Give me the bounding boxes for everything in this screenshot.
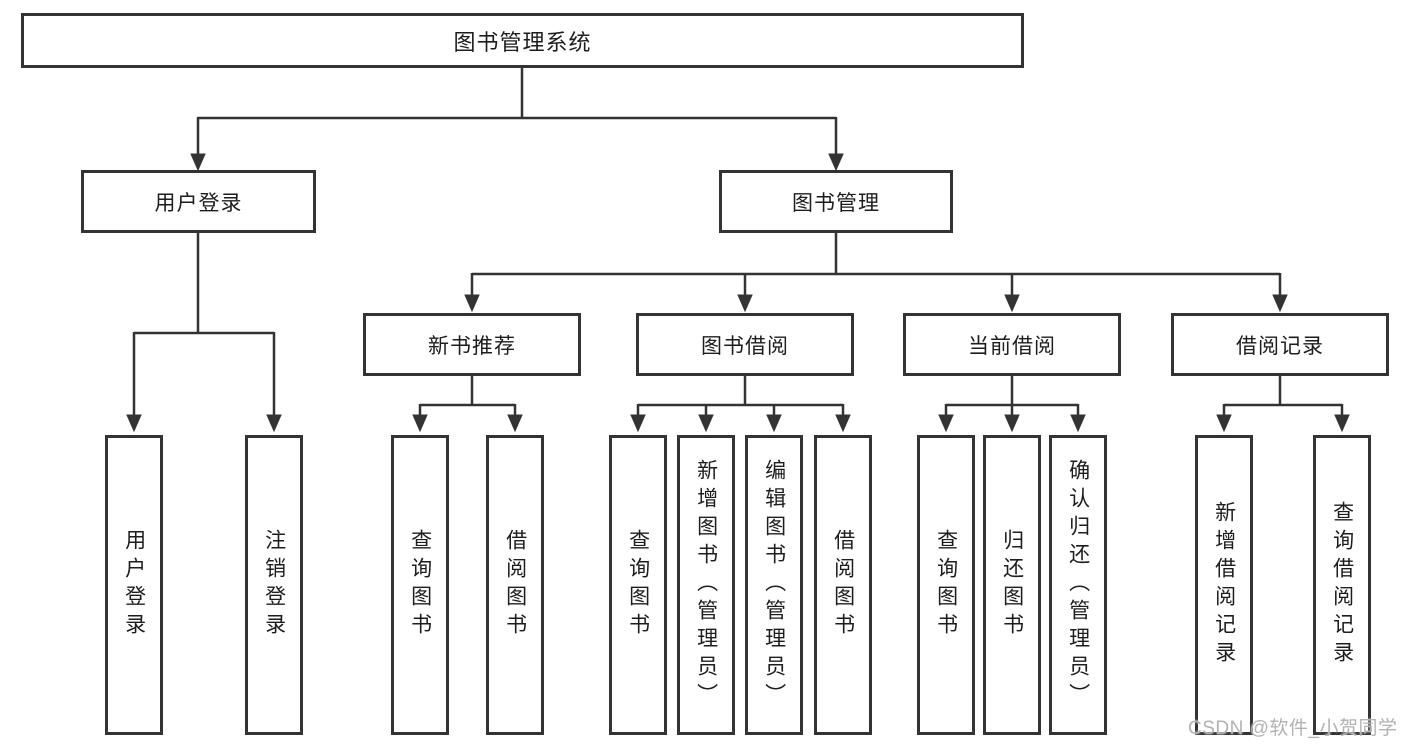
node-label: 编辑图书（管理员） (762, 459, 786, 711)
leaf-query-books-borrow: 查询图书 (609, 435, 667, 735)
node-label: 新增借阅记录 (1212, 501, 1236, 669)
node-label: 新书推荐 (428, 334, 516, 358)
leaf-return-books: 归还图书 (983, 435, 1041, 735)
watermark: CSDN @软件_小贺同学 (1188, 718, 1398, 739)
leaf-borrow-books-recommend: 借阅图书 (486, 435, 544, 735)
node-label: 图书管理系统 (453, 29, 592, 55)
leaf-edit-books-admin: 编辑图书（管理员） (745, 435, 803, 735)
node-user-login: 用户登录 (81, 170, 316, 233)
node-book-borrowing: 图书借阅 (636, 313, 854, 376)
node-label: 注销登录 (262, 529, 286, 641)
node-label: 查询图书 (934, 529, 958, 641)
node-borrowing-records: 借阅记录 (1171, 313, 1389, 376)
leaf-confirm-return-admin: 确认归还（管理员） (1049, 435, 1107, 735)
leaf-query-books-recommend: 查询图书 (391, 435, 449, 735)
node-book-management: 图书管理 (719, 170, 953, 233)
node-label: 图书借阅 (701, 334, 789, 358)
leaf-borrow-books: 借阅图书 (814, 435, 872, 735)
node-library-system: 图书管理系统 (21, 13, 1024, 68)
leaf-add-borrow-record: 新增借阅记录 (1195, 435, 1253, 735)
leaf-query-borrow-record: 查询借阅记录 (1313, 435, 1371, 735)
node-label: 用户登录 (154, 191, 243, 215)
leaf-user-login: 用户登录 (105, 435, 163, 735)
node-new-book-recommendation: 新书推荐 (363, 313, 581, 376)
leaf-logout: 注销登录 (245, 435, 303, 735)
node-label: 新增图书（管理员） (694, 459, 718, 711)
node-label: 查询图书 (408, 529, 432, 641)
node-current-borrowing: 当前借阅 (903, 313, 1121, 376)
node-label: 借阅图书 (503, 529, 527, 641)
node-label: 归还图书 (1000, 529, 1024, 641)
node-label: 图书管理 (792, 191, 880, 215)
node-label: 查询借阅记录 (1330, 501, 1354, 669)
leaf-query-books-current: 查询图书 (917, 435, 975, 735)
node-label: 当前借阅 (968, 334, 1056, 358)
node-label: 确认归还（管理员） (1066, 459, 1090, 711)
node-label: 借阅记录 (1236, 334, 1324, 358)
leaf-add-books-admin: 新增图书（管理员） (677, 435, 735, 735)
node-label: 用户登录 (122, 529, 146, 641)
node-label: 查询图书 (626, 529, 650, 641)
node-label: 借阅图书 (831, 529, 855, 641)
